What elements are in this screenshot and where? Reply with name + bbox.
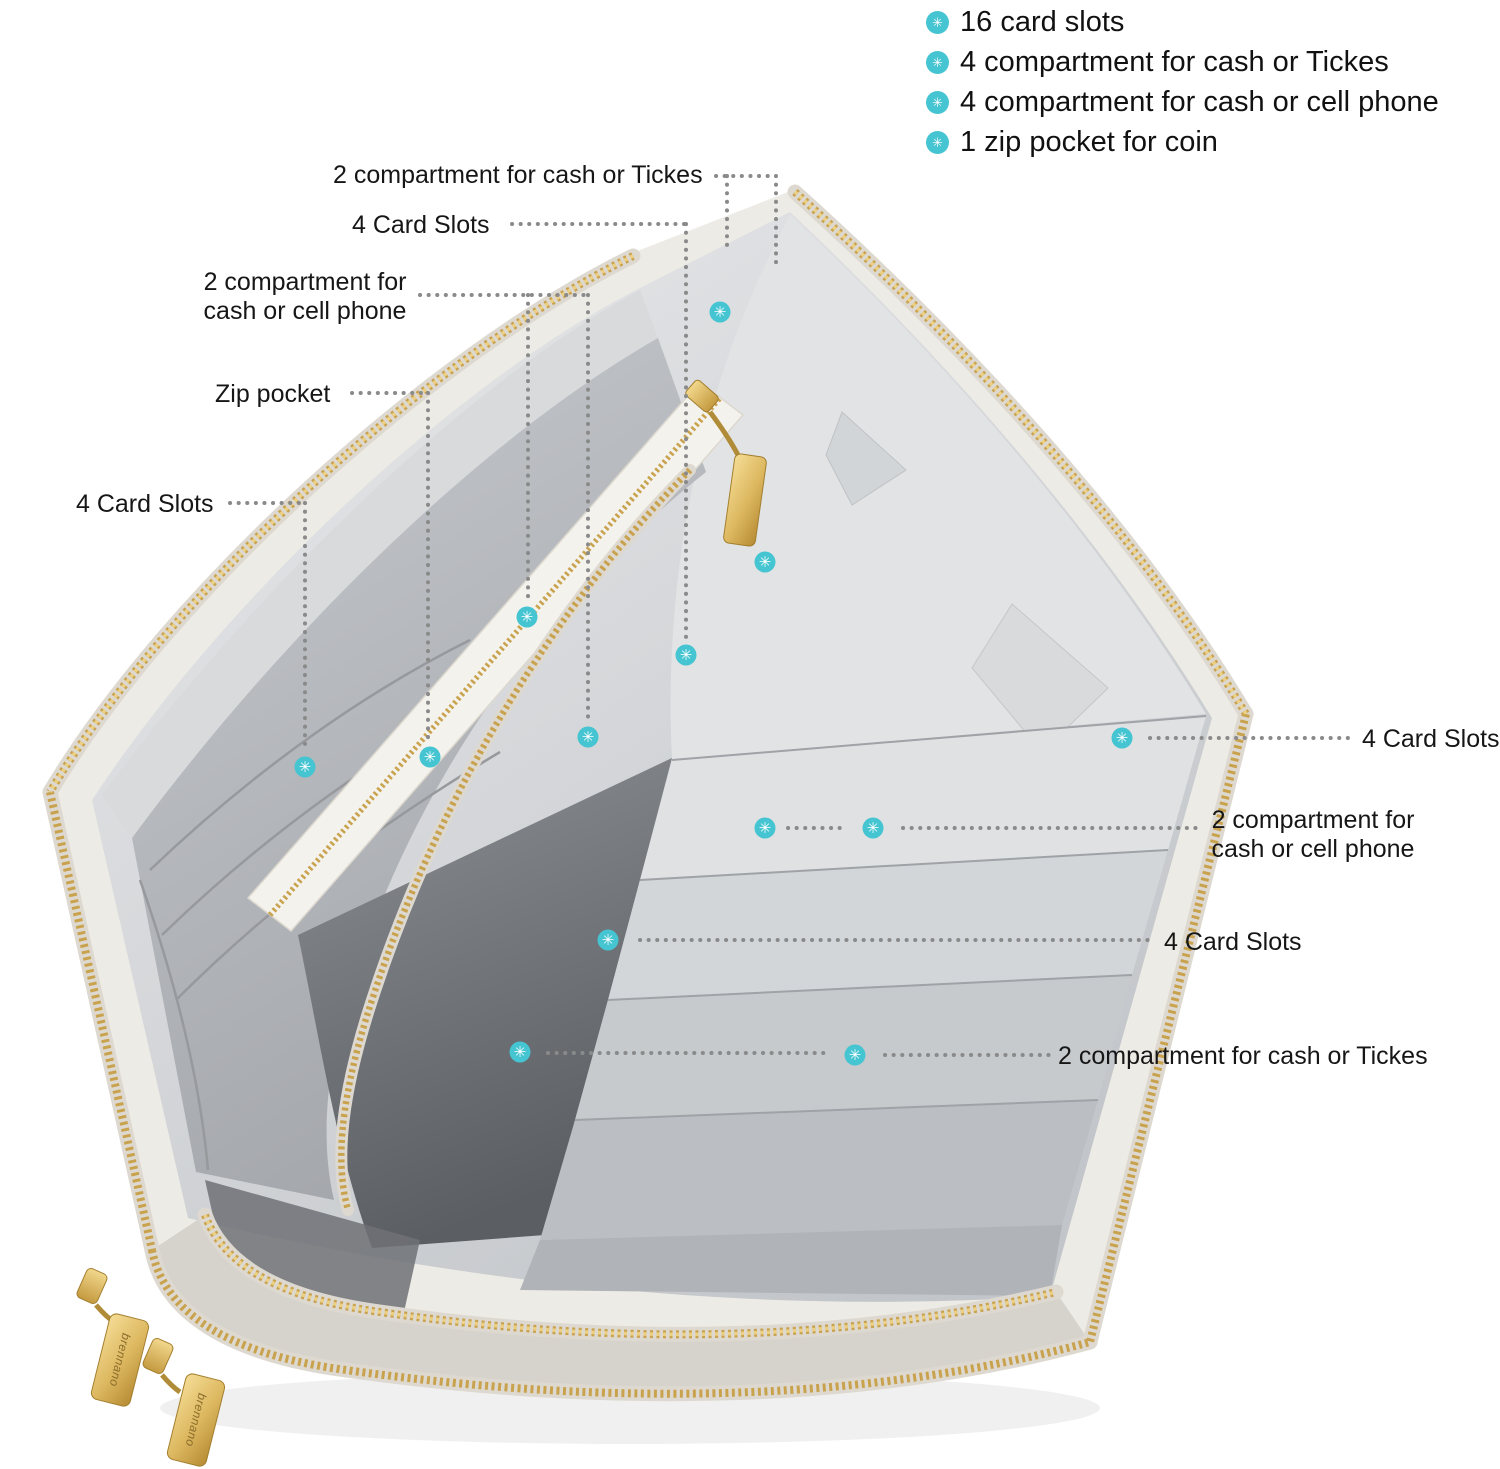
zipper-teeth-highlight: [48, 254, 634, 793]
feature-marker-icon: ✳: [709, 301, 731, 323]
callout-line: cash or cell phone: [1211, 834, 1415, 863]
main-zipper-pull-1: brennano: [76, 1268, 150, 1407]
feature-marker-icon: ✳: [754, 817, 776, 839]
svg-text:✳: ✳: [514, 1044, 527, 1061]
card-slot-panel-front: [520, 1225, 1062, 1296]
feature-marker-icon: ✳: [754, 551, 776, 573]
bottom-band: [152, 1215, 1090, 1394]
callout-cell-phone-left: 2 compartment for cash or cell phone: [193, 268, 417, 326]
feature-text: 4 compartment for cash or Tickes: [960, 46, 1389, 78]
zipper-tape: [1082, 706, 1254, 1350]
feature-marker-icon: ✳: [419, 746, 441, 768]
card-slot-line: [149, 638, 471, 871]
svg-text:✳: ✳: [299, 759, 312, 776]
panel-edge: [639, 849, 1169, 881]
callout-cell-phone-right: 2 compartment for cash or cell phone: [1203, 806, 1423, 864]
svg-text:✳: ✳: [759, 820, 772, 837]
feature-marker-icon: ✳: [577, 726, 599, 748]
zipper-teeth: [148, 1249, 1092, 1398]
callout-line: cash or cell phone: [203, 296, 407, 325]
svg-text:✳: ✳: [680, 647, 693, 664]
callout-line: 2 compartment for: [1211, 806, 1415, 834]
svg-text:✳: ✳: [582, 729, 595, 746]
asterisk-bullet-icon: ✳: [926, 11, 949, 34]
feature-list-item: ✳ 4 compartment for cash or Tickes: [926, 46, 1439, 79]
svg-text:✳: ✳: [602, 932, 615, 949]
feature-list-item: ✳ 16 card slots: [926, 6, 1439, 39]
card-slot-panel-right-1: [640, 716, 1206, 880]
panel-edge: [671, 715, 1207, 761]
compartment-cavity: [298, 758, 672, 1248]
asterisk-bullet-icon: ✳: [926, 91, 949, 114]
zipper-teeth-highlight: [793, 190, 1248, 715]
feature-marker-icon: ✳: [1111, 727, 1133, 749]
feature-marker-icon: ✳: [294, 756, 316, 778]
zipper-teeth-highlight: [203, 1214, 1057, 1337]
callout-card-slots-top: 4 Card Slots: [352, 211, 490, 239]
feature-marker-icon: ✳: [597, 929, 619, 951]
feature-marker-icon: ✳: [675, 644, 697, 666]
feature-markers: ✳ ✳ ✳ ✳ ✳ ✳ ✳ ✳ ✳ ✳ ✳ ✳ ✳: [294, 301, 1133, 1066]
left-gusset: [102, 290, 658, 838]
feature-marker-icon: ✳: [509, 1041, 531, 1063]
right-compartment-back-wall: [670, 215, 1206, 760]
svg-text:✳: ✳: [849, 1047, 862, 1064]
main-zipper-pull-2: brennano: [142, 1338, 226, 1467]
callout-card-slots-left: 4 Card Slots: [76, 490, 214, 518]
svg-text:✳: ✳: [1116, 730, 1129, 747]
callout-zip-pocket: Zip pocket: [215, 380, 331, 408]
callout-tickets-top: 2 compartment for cash or Tickes: [333, 161, 703, 189]
feature-list: ✳ 16 card slots ✳ 4 compartment for cash…: [926, 6, 1439, 166]
panel-edge: [607, 974, 1133, 1001]
coin-zipper-pull: [685, 379, 767, 547]
callout-line: 2 compartment for: [203, 268, 407, 296]
callout-card-slots-lower: 4 Card Slots: [1164, 928, 1302, 956]
coin-zipper-teeth: [267, 396, 723, 917]
asterisk-bullet-icon: ✳: [926, 131, 949, 154]
card-slot-panel-right-2: [608, 850, 1168, 1000]
corner-shadow: [205, 1180, 420, 1330]
feature-marker-icon: ✳: [862, 817, 884, 839]
zipper-teeth: [338, 467, 693, 1211]
gusset-fold: [825, 411, 907, 506]
svg-text:✳: ✳: [424, 749, 437, 766]
svg-text:✳: ✳: [759, 554, 772, 571]
card-slot-panel-right-4: [540, 1100, 1098, 1240]
feature-text: 1 zip pocket for coin: [960, 126, 1218, 158]
callout-tickets-right: 2 compartment for cash or Tickes: [1058, 1042, 1428, 1070]
feature-list-item: ✳ 4 compartment for cash or cell phone: [926, 86, 1439, 119]
svg-text:✳: ✳: [714, 304, 727, 321]
feature-text: 16 card slots: [960, 6, 1125, 38]
leader-lines: [228, 174, 1354, 1057]
svg-text:✳: ✳: [867, 820, 880, 837]
outer-zipper: [42, 184, 1254, 1402]
panel-edge: [574, 1099, 1099, 1121]
callout-card-slots-right: 4 Card Slots: [1362, 725, 1500, 753]
zipper-teeth: [46, 791, 156, 1251]
feature-marker-icon: ✳: [516, 606, 538, 628]
feature-list-item: ✳ 1 zip pocket for coin: [926, 126, 1439, 159]
feature-marker-icon: ✳: [844, 1044, 866, 1066]
feature-text: 4 compartment for cash or cell phone: [960, 86, 1439, 118]
svg-text:✳: ✳: [521, 609, 534, 626]
asterisk-bullet-icon: ✳: [926, 51, 949, 74]
card-slot-edge: [138, 879, 210, 1171]
